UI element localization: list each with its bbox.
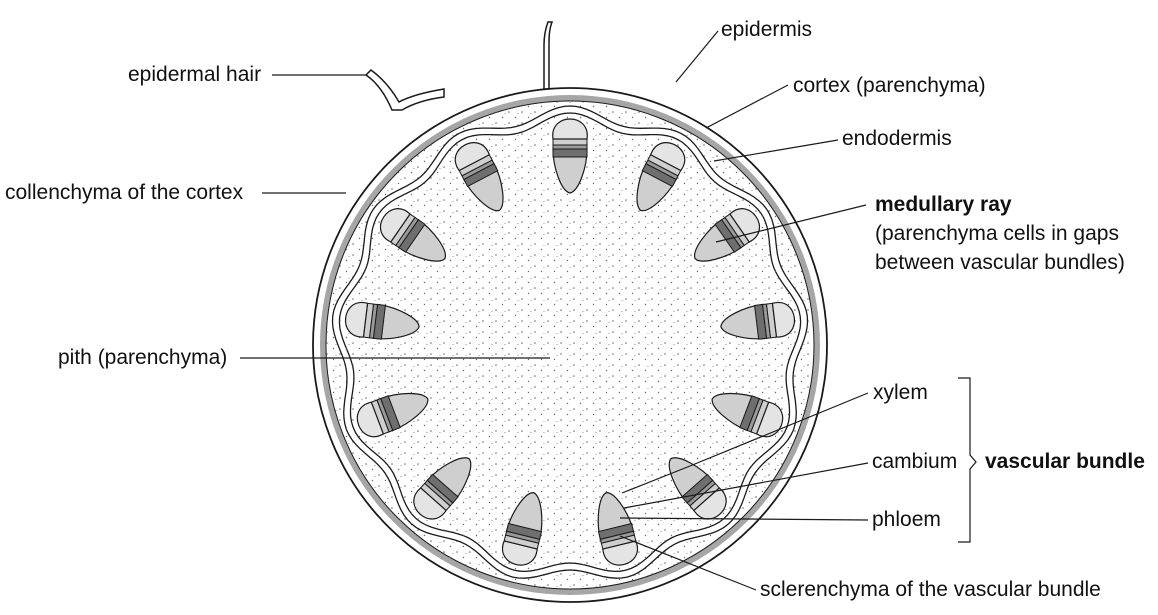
xylem-band	[552, 148, 588, 158]
sclerenchyma-cap	[413, 487, 447, 520]
label-xylem: xylem	[873, 381, 928, 404]
sclerenchyma-cap	[501, 540, 538, 566]
phloem	[552, 138, 588, 146]
sclerenchyma-cap	[379, 208, 411, 243]
label-cortex: cortex (parenchyma)	[793, 74, 986, 97]
label-medullary-ray-desc-2: between vascular bundles)	[875, 251, 1125, 274]
epidermal-hair-top	[543, 21, 554, 92]
leader-cambium	[623, 462, 869, 509]
pith-dots	[339, 113, 801, 572]
label-cambium: cambium	[872, 450, 958, 473]
leader-endodermis	[713, 139, 839, 162]
label-medullary-ray: medullary ray	[875, 193, 1012, 216]
vascular-bundle	[711, 392, 784, 438]
xylem	[552, 148, 588, 194]
sclerenchyma-cap	[344, 301, 369, 338]
vascular-bundle	[694, 208, 761, 262]
sclerenchyma-cap	[552, 118, 588, 140]
xylem	[694, 218, 742, 262]
leader-cortex	[705, 84, 789, 129]
vascular-bundle	[597, 491, 639, 566]
cambium	[552, 144, 588, 150]
sclerenchyma-cap	[356, 401, 385, 438]
vascular-bundle	[379, 208, 446, 262]
vascular-bundle	[501, 491, 543, 566]
vascular-bundle	[636, 142, 686, 212]
vascular-bundle	[356, 392, 429, 438]
xylem	[398, 218, 446, 262]
vascular-bundle	[454, 142, 504, 212]
label-sclerenchyma: sclerenchyma of the vascular bundle	[760, 578, 1101, 601]
vascular-bundle	[552, 118, 588, 194]
xylem	[668, 457, 714, 504]
label-endodermis: endodermis	[842, 127, 952, 150]
epidermal-hair-shape	[364, 69, 445, 111]
xylem	[426, 457, 472, 504]
leader-phloem	[619, 517, 869, 521]
label-epidermis: epidermis	[721, 18, 813, 41]
sclerenchyma-cap	[771, 301, 796, 338]
vascular-bundle	[413, 457, 472, 520]
label-medullary-ray-desc-1: (parenchyma cells in gaps	[875, 222, 1119, 245]
vascular-bundle	[720, 301, 796, 340]
leader-lines	[240, 30, 977, 591]
leader-medullary-ray	[715, 204, 867, 243]
label-vascular-bundle: vascular bundle	[985, 450, 1145, 473]
vascular-bundle-bracket	[958, 377, 977, 543]
label-phloem: phloem	[872, 508, 941, 531]
endodermis-ring	[331, 105, 809, 579]
leader-xylem	[621, 392, 869, 494]
sclerenchyma-cap	[649, 142, 686, 172]
sclerenchyma-cap	[454, 142, 491, 172]
label-pith: pith (parenchyma)	[58, 346, 228, 369]
sclerenchyma-cap	[602, 540, 639, 566]
leader-sclerenchyma	[619, 535, 757, 591]
sclerenchyma-cap	[693, 487, 727, 520]
label-collenchyma: collenchyma of the cortex	[5, 181, 244, 204]
label-epidermal-hair: epidermal hair	[128, 63, 262, 86]
leader-epidermis	[675, 30, 719, 83]
vascular-bundle	[344, 301, 420, 340]
